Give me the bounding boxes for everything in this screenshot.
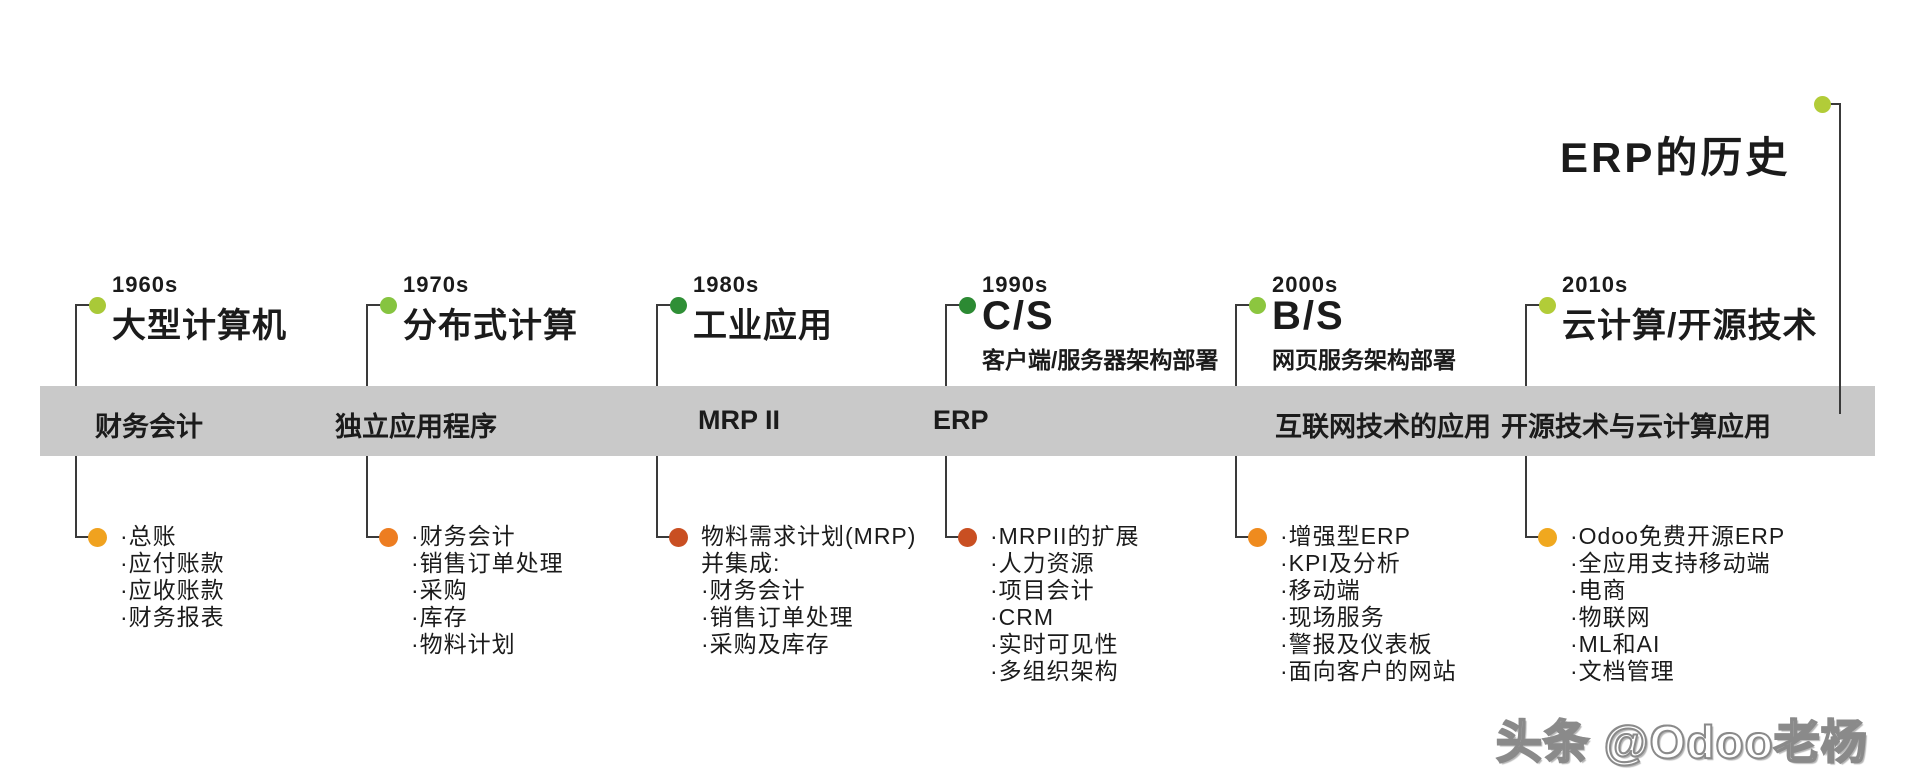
- list-item: ·ML和AI: [1570, 631, 1661, 657]
- feature-list: 物料需求计划(MRP)并集成:·财务会计·销售订单处理·采购及库存: [701, 523, 916, 658]
- connector-line: [76, 536, 97, 538]
- band-label-2010s: 开源技术与云计算应用: [1501, 412, 1771, 442]
- list-item: ·人力资源: [990, 550, 1095, 576]
- list-item: 并集成:: [701, 550, 781, 576]
- list-item: ·物联网: [1570, 604, 1651, 630]
- list-dot: [669, 528, 688, 547]
- list-item: ·移动端: [1280, 577, 1361, 603]
- list-dot: [88, 528, 107, 547]
- connector-line: [1236, 536, 1257, 538]
- list-item: ·增强型ERP: [1280, 523, 1411, 549]
- timeline-dot: [1249, 297, 1266, 314]
- list-dot: [379, 528, 398, 547]
- band-label-1980s: MRP II: [698, 405, 781, 435]
- list-item: ·实时可见性: [990, 631, 1119, 657]
- decade-title: 大型计算机: [112, 307, 287, 345]
- timeline-dot: [1539, 297, 1556, 314]
- decade-subtitle: 客户端/服务器架构部署: [982, 347, 1219, 373]
- decade-column-1980s: 1980s 工业应用 物料需求计划(MRP)并集成:·财务会计·销售订单处理·采…: [656, 0, 947, 784]
- list-item: ·现场服务: [1280, 604, 1385, 630]
- list-dot: [958, 528, 977, 547]
- list-item: ·采购及库存: [701, 631, 830, 657]
- band-label-1960s: 财务会计: [95, 412, 203, 442]
- decade-column-2000s: 2000s B/S 网页服务架构部署 ·增强型ERP·KPI及分析·移动端·现场…: [1235, 0, 1526, 784]
- list-item: ·警报及仪表板: [1280, 631, 1433, 657]
- list-item: ·MRPII的扩展: [990, 523, 1140, 549]
- timeline-dot: [959, 297, 976, 314]
- band-label-1970s: 独立应用程序: [335, 412, 497, 442]
- decade-title: 分布式计算: [403, 307, 578, 345]
- list-dot: [1538, 528, 1557, 547]
- connector-line: [1236, 304, 1257, 306]
- decade-column-1970s: 1970s 分布式计算 ·财务会计·销售订单处理·采购·库存·物料计划: [366, 0, 657, 784]
- list-item: ·财务报表: [120, 604, 225, 630]
- list-item: ·财务会计: [411, 523, 516, 549]
- decade-year: 2000s: [1272, 272, 1339, 297]
- decade-year: 2010s: [1562, 272, 1629, 297]
- list-item: ·全应用支持移动端: [1570, 550, 1771, 576]
- feature-list: ·总账·应付账款·应收账款·财务报表: [120, 523, 225, 631]
- list-item: ·库存: [411, 604, 468, 630]
- feature-list: ·MRPII的扩展·人力资源·项目会计·CRM·实时可见性·多组织架构: [990, 523, 1140, 685]
- list-item: ·电商: [1570, 577, 1627, 603]
- list-dot: [1248, 528, 1267, 547]
- connector-line: [76, 304, 97, 306]
- timeline-dot: [89, 297, 106, 314]
- watermark: 头条 @Odoo老杨: [1495, 715, 1868, 769]
- list-item: 物料需求计划(MRP): [701, 523, 917, 549]
- band-label-1990s: ERP: [933, 405, 989, 435]
- decade-column-2010s: 2010s 云计算/开源技术 ·Odoo免费开源ERP·全应用支持移动端·电商·…: [1525, 0, 1818, 784]
- title-connector-line: [1839, 104, 1841, 414]
- timeline-dot: [670, 297, 687, 314]
- decade-subtitle: 网页服务架构部署: [1272, 347, 1456, 373]
- list-item: ·Odoo免费开源ERP: [1570, 523, 1786, 549]
- decade-year: 1990s: [982, 272, 1049, 297]
- list-item: ·多组织架构: [990, 658, 1119, 684]
- feature-list: ·财务会计·销售订单处理·采购·库存·物料计划: [411, 523, 564, 658]
- list-item: ·物料计划: [411, 631, 516, 657]
- decade-column-1960s: 1960s 大型计算机 ·总账·应付账款·应收账款·财务报表: [75, 0, 366, 784]
- list-item: ·文档管理: [1570, 658, 1675, 684]
- title-connector-line: [1829, 103, 1841, 105]
- decade-title: C/S: [982, 294, 1055, 338]
- list-item: ·销售订单处理: [411, 550, 564, 576]
- list-item: ·应收账款: [120, 577, 225, 603]
- connector-line: [946, 536, 967, 538]
- feature-list: ·Odoo免费开源ERP·全应用支持移动端·电商·物联网·ML和AI·文档管理: [1570, 523, 1785, 685]
- decade-year: 1980s: [693, 272, 760, 297]
- decade-year: 1970s: [403, 272, 470, 297]
- list-item: ·应付账款: [120, 550, 225, 576]
- connector-line: [367, 304, 388, 306]
- connector-line: [1526, 536, 1547, 538]
- list-item: ·CRM: [990, 604, 1055, 630]
- list-item: ·KPI及分析: [1280, 550, 1401, 576]
- connector-line: [657, 304, 678, 306]
- page-title: ERP的历史: [1560, 134, 1791, 181]
- title-timeline-dot: [1814, 96, 1831, 113]
- feature-list: ·增强型ERP·KPI及分析·移动端·现场服务·警报及仪表板·面向客户的网站: [1280, 523, 1457, 685]
- connector-line: [367, 536, 388, 538]
- list-item: ·销售订单处理: [701, 604, 854, 630]
- decade-title: B/S: [1272, 294, 1345, 338]
- decade-title: 云计算/开源技术: [1562, 307, 1818, 345]
- connector-line: [946, 304, 967, 306]
- connector-line: [657, 536, 678, 538]
- timeline-band: [40, 386, 1875, 456]
- list-item: ·财务会计: [701, 577, 806, 603]
- list-item: ·总账: [120, 523, 177, 549]
- decade-column-1990s: 1990s C/S 客户端/服务器架构部署 ·MRPII的扩展·人力资源·项目会…: [945, 0, 1236, 784]
- list-item: ·项目会计: [990, 577, 1095, 603]
- list-item: ·采购: [411, 577, 468, 603]
- list-item: ·面向客户的网站: [1280, 658, 1457, 684]
- timeline-dot: [380, 297, 397, 314]
- connector-line: [1526, 304, 1547, 306]
- decade-title: 工业应用: [693, 307, 833, 345]
- decade-year: 1960s: [112, 272, 179, 297]
- band-label-2000s: 互联网技术的应用: [1275, 412, 1491, 442]
